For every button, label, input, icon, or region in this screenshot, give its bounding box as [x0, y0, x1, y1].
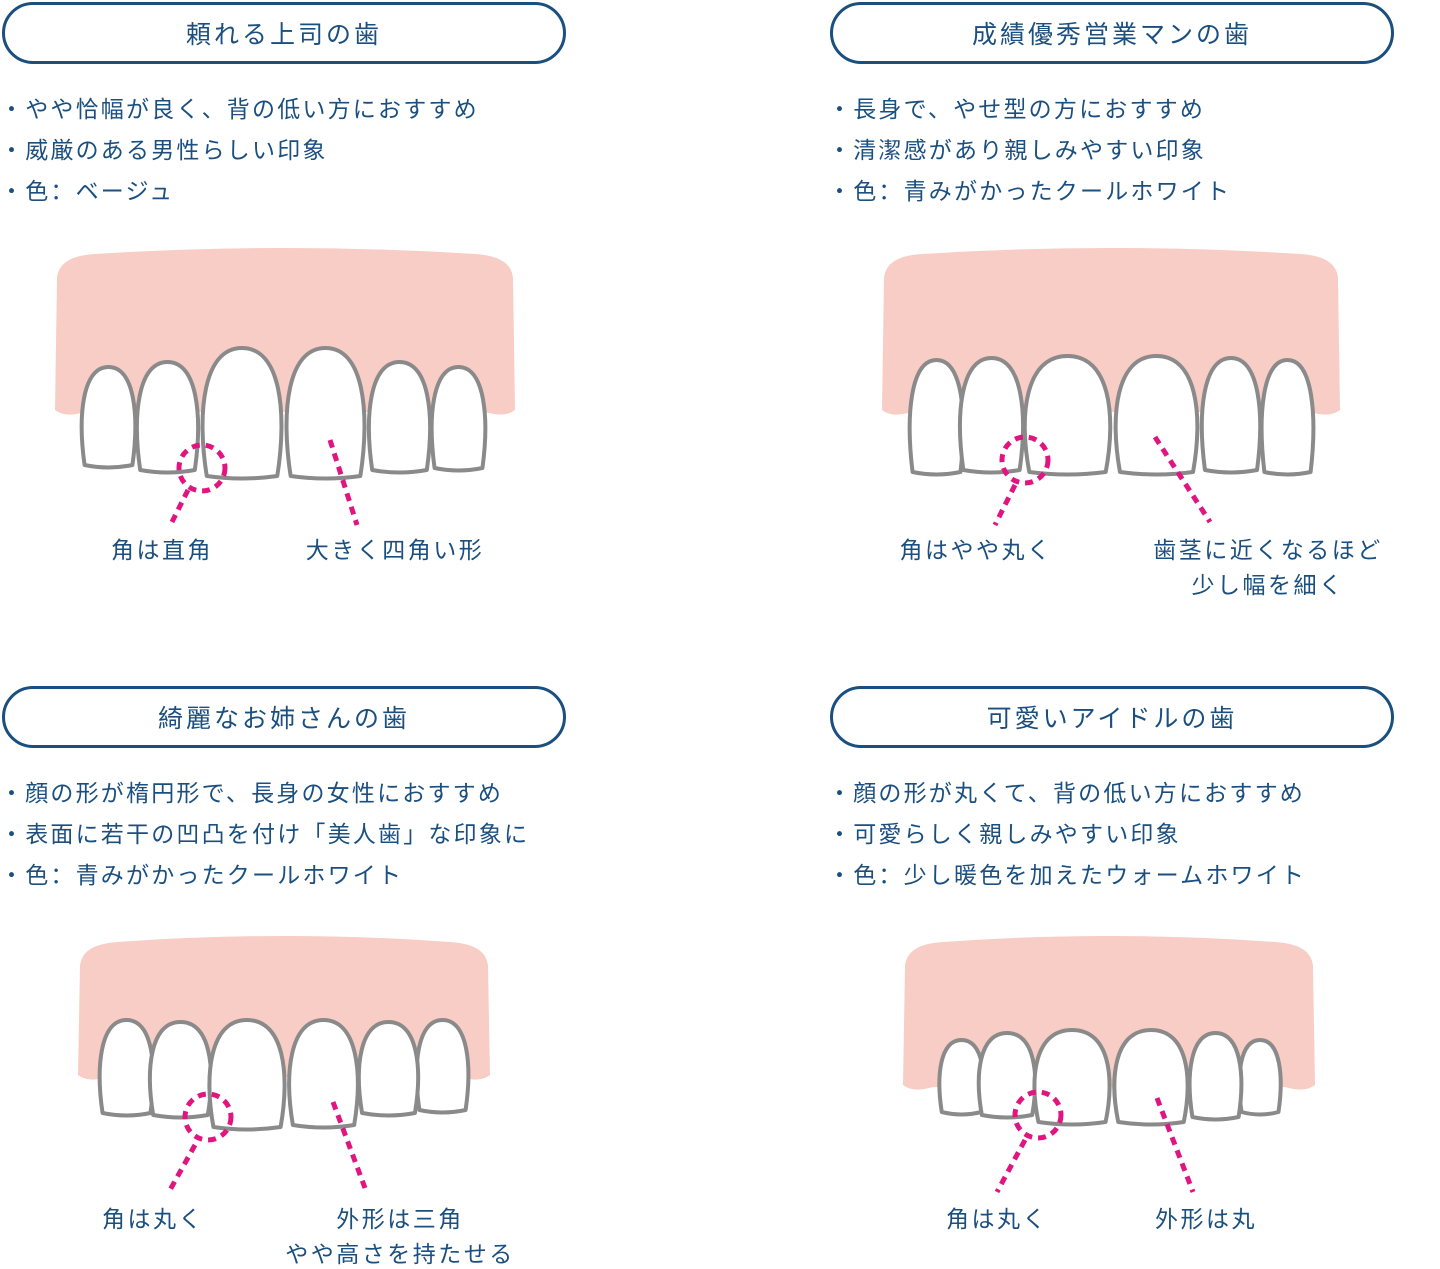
pointer-line — [1152, 435, 1213, 524]
feature-item: 色：青みがかったクールホワイト — [828, 172, 1231, 213]
panel-title: 頼れる上司の歯 — [2, 2, 566, 64]
feature-item: 長身で、やせ型の方におすすめ — [828, 90, 1231, 131]
corner-highlight-circle — [176, 442, 228, 494]
tooth — [97, 1018, 156, 1118]
feature-item: 威厳のある男性らしい印象 — [0, 131, 479, 172]
feature-item: 顔の形が楕円形で、長身の女性におすすめ — [0, 774, 529, 815]
tooth — [1259, 358, 1316, 477]
tooth — [356, 1020, 421, 1118]
shape-label: 外形は三角 — [336, 1207, 464, 1233]
shape-label: 大きく四角い形 — [306, 538, 485, 564]
tooth — [414, 1018, 471, 1115]
feature-item: 色：ベージュ — [0, 172, 479, 213]
tooth — [1237, 1038, 1283, 1117]
pointer-line — [327, 439, 360, 526]
pointer-line — [992, 483, 1018, 527]
corner-highlight-circle — [1012, 1089, 1064, 1141]
shape-label: やや高さを持たせる — [285, 1242, 515, 1268]
tooth — [429, 365, 488, 473]
tooth — [937, 1038, 986, 1117]
panel-title: 可愛いアイドルの歯 — [830, 686, 1394, 748]
tooth — [976, 1031, 1038, 1120]
feature-item: 色：青みがかったクールホワイト — [0, 856, 529, 897]
tooth — [366, 360, 433, 475]
shape-label: 歯茎に近くなるほど — [1153, 538, 1383, 564]
shape-label: 少し幅を細く — [1192, 573, 1345, 599]
feature-list: 長身で、やせ型の方におすすめ 清潔感があり親しみやすい印象 色：青みがかったクー… — [828, 90, 1231, 213]
feature-list: 顔の形が丸くて、背の低い方におすすめ 可愛らしく親しみやすい印象 色：少し暖色を… — [828, 774, 1306, 897]
shape-label: 外形は丸 — [1155, 1207, 1257, 1233]
tooth — [907, 358, 966, 477]
pointer-line — [1154, 1097, 1196, 1193]
pointer-line — [330, 1101, 368, 1189]
tooth — [1032, 1028, 1112, 1127]
tooth — [200, 346, 284, 481]
corner-label: 角は丸く — [946, 1207, 1048, 1233]
corner-label: 角は直角 — [111, 538, 213, 564]
tooth — [1022, 354, 1113, 477]
tooth — [284, 346, 367, 481]
feature-list: 顔の形が楕円形で、長身の女性におすすめ 表面に若干の凹凸を付け「美人歯」な印象に… — [0, 774, 529, 897]
tooth — [958, 356, 1025, 475]
pointer-line — [167, 1143, 198, 1192]
teeth-diagram: 角は丸く 外形は丸 — [903, 936, 1315, 1233]
feature-item: 可愛らしく親しみやすい印象 — [828, 815, 1306, 856]
feature-list: やや恰幅が良く、背の低い方におすすめ 威厳のある男性らしい印象 色：ベージュ — [0, 90, 479, 213]
feature-item: 顔の形が丸くて、背の低い方におすすめ — [828, 774, 1306, 815]
teeth-diagram: 角は直角 大きく四角い形 — [55, 248, 515, 564]
corner-label: 角は丸く — [102, 1207, 204, 1233]
feature-item: 清潔感があり親しみやすい印象 — [828, 131, 1231, 172]
tooth — [1199, 356, 1263, 475]
panel-title: 成績優秀営業マンの歯 — [830, 2, 1394, 64]
pointer-line — [169, 488, 191, 524]
feature-item: 色：少し暖色を加えたウォームホワイト — [828, 856, 1306, 897]
corner-highlight-circle — [182, 1091, 234, 1143]
tooth — [134, 360, 201, 475]
corner-highlight-circle — [999, 434, 1051, 486]
tooth — [1112, 1028, 1190, 1127]
tooth — [147, 1020, 214, 1120]
tooth — [207, 1018, 287, 1132]
pointer-line — [994, 1138, 1028, 1194]
feature-item: やや恰幅が良く、背の低い方におすすめ — [0, 90, 479, 131]
corner-label: 角はやや丸く — [900, 538, 1053, 564]
feature-item: 表面に若干の凹凸を付け「美人歯」な印象に — [0, 815, 529, 856]
tooth — [79, 365, 138, 470]
tooth — [1187, 1031, 1244, 1122]
tooth — [287, 1018, 360, 1130]
panel-title: 綺麗なお姉さんの歯 — [2, 686, 566, 748]
tooth — [1113, 354, 1200, 477]
